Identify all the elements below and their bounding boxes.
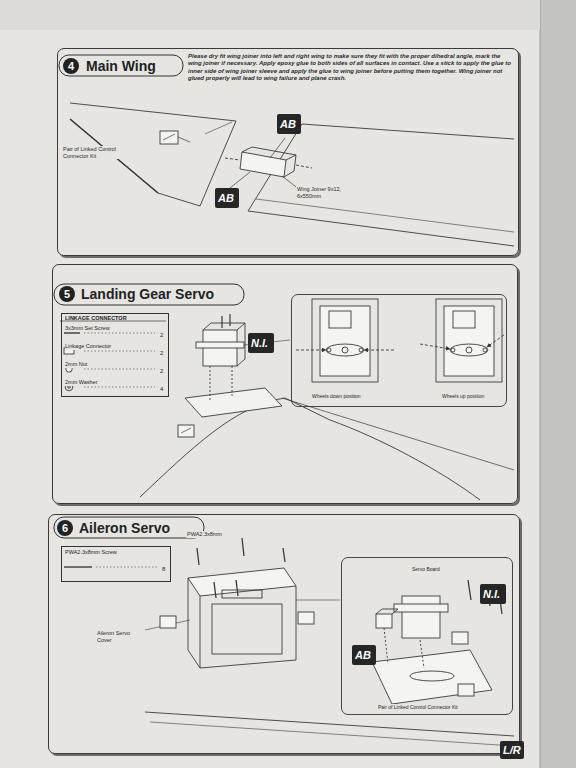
parts-table: LINKAGE CONNECTOR3x3mm Set Screw2Linkage… — [61, 313, 169, 397]
badge-text: AB — [355, 649, 371, 661]
part-name: Servo Board — [412, 566, 440, 572]
step-title: Main Wing — [86, 58, 156, 74]
part-name: Pair of Linked Control Connector Kit — [378, 704, 458, 710]
part-name: Linkage Connector — [65, 343, 111, 350]
part-name: 2mm Nut — [65, 361, 87, 368]
step-title: Aileron Servo — [79, 520, 170, 536]
wing-drawing — [70, 103, 514, 246]
part-badge: N.I. — [480, 584, 506, 604]
part-quantity: 2 — [159, 368, 164, 375]
part-badge: N.I. — [248, 333, 274, 353]
landing-gear-drawing — [60, 299, 514, 500]
step-number: 5 — [59, 286, 75, 302]
badge-text: AB — [218, 192, 234, 204]
position-caption: Wheels up position — [442, 393, 484, 399]
part-quantity: 2 — [159, 350, 164, 357]
dimension-label: Wing Joiner 9x12, 6x550mm — [296, 186, 358, 199]
step-panel: 5 Landing Gear ServoLINKAGE CONNECTOR 3x3m… — [52, 264, 518, 504]
table-header: LINKAGE CONNECTOR — [65, 315, 127, 322]
part-quantity: 4 — [159, 386, 164, 393]
step-tabs — [54, 55, 244, 538]
badge-text: N.I. — [251, 337, 268, 349]
part-badge: AB — [215, 188, 239, 208]
part-badge: AB — [352, 645, 376, 665]
step-panel: 4 Main Wing Please dry fit wing joiner int… — [57, 48, 519, 256]
part-quantity: 2 — [159, 332, 164, 339]
page-tag: L/R — [500, 741, 524, 759]
position-caption: Wheels down position — [312, 393, 361, 399]
part-quantity: 8 — [161, 566, 166, 573]
page-tag-text: L/R — [503, 744, 521, 756]
step-title: Landing Gear Servo — [81, 286, 214, 302]
aileron-servo-drawing — [64, 538, 514, 746]
badge-text: AB — [280, 118, 296, 130]
part-badge: AB — [277, 114, 301, 134]
detail-inset: Wheels down position Wheels up position — [291, 294, 507, 407]
instruction-text: Please dry fit wing joiner into left and… — [188, 53, 515, 83]
detail-inset: Servo BoardPair of Linked Control Connec… — [341, 557, 513, 715]
parts-table: PWA2.3x8mm Screw 8 — [61, 546, 171, 582]
part-name: 2mm Washer — [65, 379, 98, 386]
step-number: 6 — [57, 520, 73, 536]
screw-label: PWA2.3x8mm — [186, 531, 228, 538]
badge-text: N.I. — [483, 588, 500, 600]
part-name: 3x3mm Set Screw — [65, 325, 110, 332]
step-number: 4 — [63, 58, 79, 74]
part-label: Pair of Linked Control Connector Kit — [62, 146, 126, 159]
part-label: Aileron Servo Cover — [96, 630, 144, 643]
part-name: PWA2.3x8mm Screw — [65, 549, 117, 556]
